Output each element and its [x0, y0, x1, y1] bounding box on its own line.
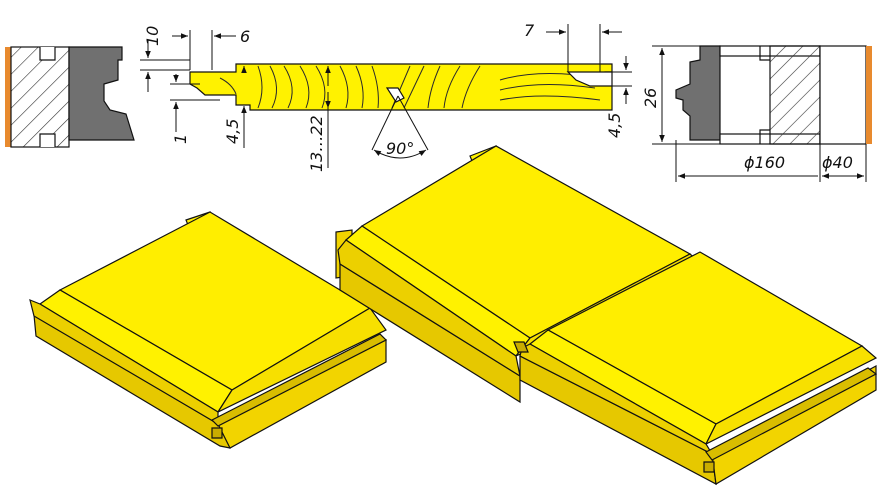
dim-shoulder-step: 1 — [171, 134, 190, 144]
dimension-labels: 10 6 1 4,5 13…22 90° 7 4,5 26 ϕ160 ϕ40 — [143, 21, 853, 172]
left-arbor-strip — [5, 47, 11, 147]
dim-groove-offset: 4,5 — [605, 113, 624, 138]
dim-groove-depth: 7 — [524, 21, 535, 40]
front-board-groove-notch — [703, 461, 715, 473]
single-board-3d — [29, 211, 388, 449]
dim-tongue-height: 10 — [143, 26, 162, 46]
dim-cutter-diameter: ϕ160 — [744, 153, 785, 172]
dim-bore-diameter: ϕ40 — [822, 153, 853, 172]
dim-v-angle: 90° — [386, 139, 414, 158]
right-cutter-knife — [675, 45, 721, 141]
dim-tongue-length: 6 — [240, 27, 250, 46]
right-cutter-hatched-body — [769, 45, 821, 145]
left-cutter-hatched-body — [10, 46, 70, 148]
right-arbor-bore — [819, 45, 867, 145]
front-board-front-face — [519, 343, 714, 456]
joined-boards-3d — [335, 145, 878, 486]
front-board-bevel-right — [704, 345, 878, 446]
left-cutter-section — [5, 46, 135, 148]
dimension-lines — [140, 24, 867, 182]
dim-cutter-height: 26 — [641, 88, 660, 108]
right-arbor-strip — [866, 46, 872, 144]
dim-tongue-offset: 4,5 — [223, 119, 242, 144]
front-board-groove — [705, 367, 878, 461]
left-cutter-body-notch-bottom — [39, 133, 56, 147]
dim-thickness: 13…22 — [307, 115, 326, 172]
board-section — [189, 63, 613, 111]
right-cutter-hub-notch — [759, 46, 770, 144]
back-board-front-face — [337, 239, 521, 378]
single-board-groove-notch — [211, 427, 223, 439]
left-cutter-body-notch — [39, 47, 56, 61]
joint-notch — [513, 341, 529, 353]
board-groove — [566, 71, 613, 87]
left-cutter-knife — [68, 46, 135, 141]
single-board-bevel-right — [216, 307, 387, 414]
right-cutter-section — [675, 45, 872, 145]
single-board-groove — [210, 333, 388, 427]
